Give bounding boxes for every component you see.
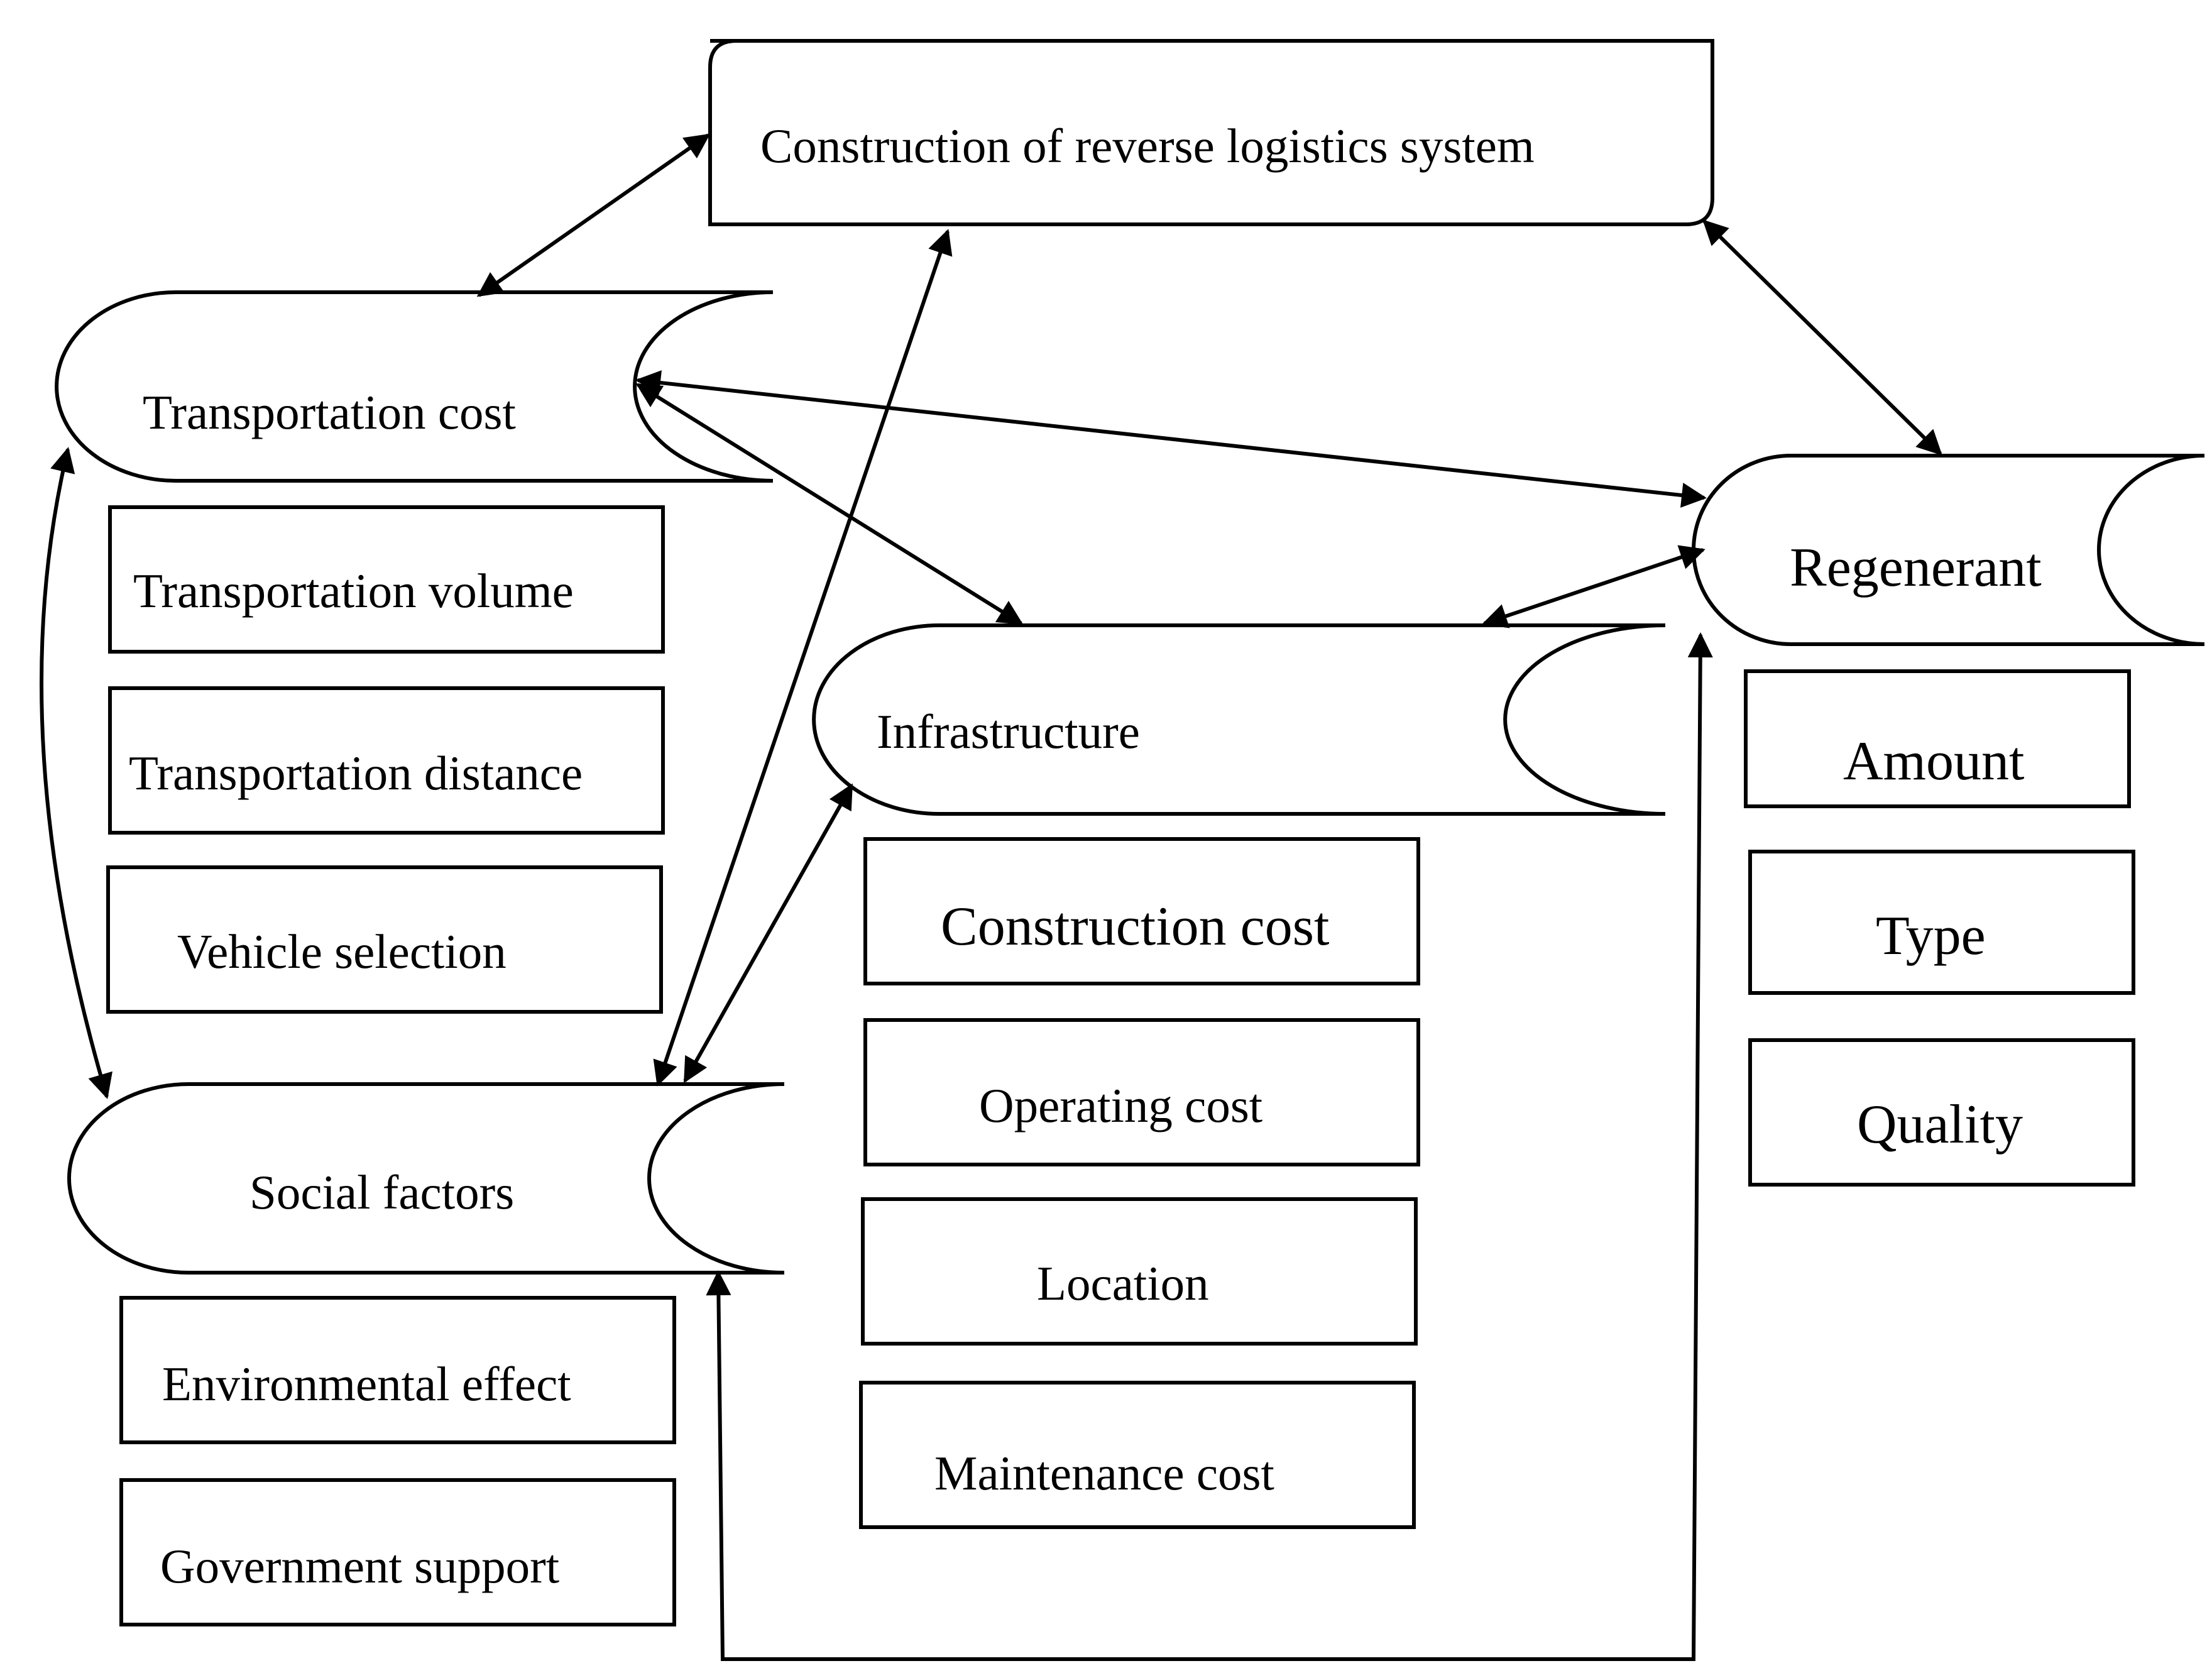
arrow-social-regenerant-loop: [706, 632, 1713, 1661]
quality-label: Quality: [1857, 1094, 2023, 1155]
arrow-transportation-regenerant: [635, 370, 1707, 508]
amount-label: Amount: [1843, 731, 2024, 792]
transportation-distance-label: Transportation distance: [129, 746, 583, 800]
vehicle-selection-box: Vehicle selection: [106, 865, 663, 1014]
infrastructure-label: Infrastructure: [877, 705, 1140, 759]
type-box: Type: [1748, 850, 2135, 995]
connectors: [40, 133, 1942, 1661]
government-support-label: Government support: [160, 1539, 559, 1593]
arrow-transportation-infrastructure: [635, 383, 1024, 625]
social-factors-node: Social factors: [67, 1082, 785, 1275]
regenerant-label: Regenerant: [1790, 537, 2042, 598]
root-box: Construction of reverse logistics system: [708, 39, 1714, 226]
transportation-volume-box: Transportation volume: [108, 505, 665, 654]
operating-cost-label: Operating cost: [979, 1078, 1262, 1132]
arrow-root-transportation: [476, 133, 711, 297]
transportation-cost-label: Transportation cost: [143, 385, 516, 439]
location-box: Location: [861, 1197, 1418, 1346]
construction-cost-label: Construction cost: [941, 896, 1329, 957]
arrow-root-regenerant: [1702, 219, 1942, 456]
government-support-box: Government support: [119, 1478, 676, 1626]
quality-box: Quality: [1748, 1038, 2135, 1187]
construction-cost-box: Construction cost: [863, 837, 1420, 985]
location-label: Location: [1037, 1256, 1209, 1310]
transportation-distance-box: Transportation distance: [108, 686, 665, 835]
transportation-volume-label: Transportation volume: [133, 564, 574, 618]
arrow-infrastructure-regenerant: [1482, 545, 1706, 628]
environmental-effect-label: Environmental effect: [162, 1357, 571, 1411]
environmental-effect-box: Environmental effect: [119, 1296, 676, 1444]
maintenance-cost-label: Maintenance cost: [934, 1446, 1274, 1500]
transportation-cost-node: Transportation cost: [55, 290, 774, 483]
type-label: Type: [1876, 906, 1986, 967]
vehicle-selection-label: Vehicle selection: [177, 924, 506, 979]
regenerant-node: Regenerant: [1692, 454, 2205, 646]
amount-box: Amount: [1744, 669, 2131, 808]
arrow-transportation-social: [40, 447, 112, 1099]
operating-cost-box: Operating cost: [863, 1018, 1420, 1166]
maintenance-cost-box: Maintenance cost: [859, 1381, 1416, 1529]
social-factors-label: Social factors: [249, 1165, 514, 1219]
infrastructure-node: Infrastructure: [812, 623, 1666, 816]
root-label: Construction of reverse logistics system: [760, 119, 1535, 173]
